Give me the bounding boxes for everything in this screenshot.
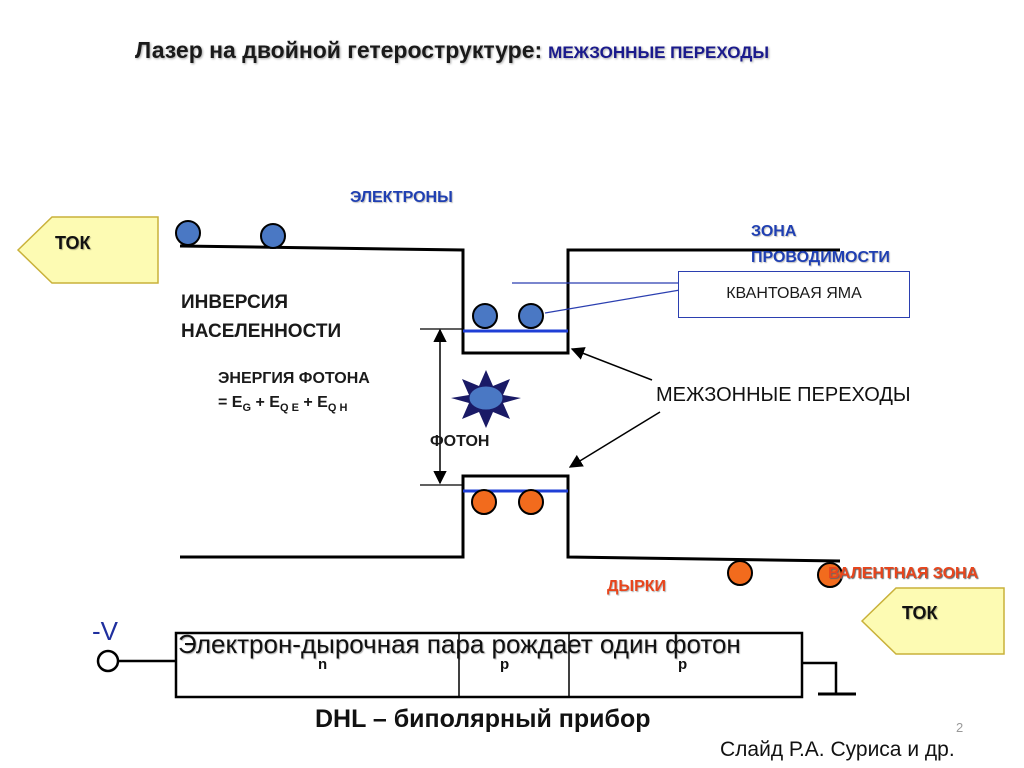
region-p1-label: p — [500, 656, 510, 673]
current-arrow-left — [16, 216, 159, 284]
formula-plus: + — [303, 394, 313, 411]
device-box — [174, 631, 804, 699]
electron — [175, 220, 201, 246]
current-arrow-right — [860, 587, 1005, 655]
formula-plus: + — [255, 394, 265, 411]
conduction-band-label: ЗОНА ПРОВОДИМОСТИ — [751, 219, 890, 271]
formula-e: E — [269, 394, 280, 411]
transition-arrow-upper — [570, 347, 653, 381]
slide-credit: Слайд Р.А. Суриса и др. — [720, 738, 955, 761]
formula-e: E — [231, 394, 243, 411]
page-title-main: Лазер на двойной гетероструктуре: — [135, 37, 543, 63]
quantum-well-pointer-line-2 — [544, 289, 681, 314]
quantum-well-label: КВАНТОВАЯ ЯМА — [678, 271, 910, 318]
valence-band-line — [180, 474, 841, 563]
page-title: Лазер на двойной гетероструктуре: МЕЖЗОНН… — [135, 37, 769, 64]
conduction-band-label-line1: ЗОНА — [751, 223, 797, 240]
photon-energy-formula: = EG + EQ E + EQ H — [218, 391, 370, 420]
region-p2-label: p — [678, 656, 688, 673]
formula-e: E — [317, 394, 328, 411]
photon-label: ФОТОН — [430, 433, 490, 450]
valence-band-label: ВАЛЕНТНАЯ ЗОНА — [828, 565, 979, 582]
electron — [260, 223, 286, 249]
ground-wire — [802, 661, 838, 693]
electrons-label: ЭЛЕКТРОНЫ — [350, 189, 453, 206]
inversion-label: ИНВЕРСИЯ НАСЕЛЕННОСТИ — [181, 288, 341, 346]
photon-energy-label: ЭНЕРГИЯ ФОТОНА = EG + EQ E + EQ H — [218, 367, 370, 420]
photon-energy-line1: ЭНЕРГИЯ ФОТОНА — [218, 370, 370, 387]
hole — [471, 489, 497, 515]
formula-sub-qh: Q H — [327, 402, 348, 415]
voltage-label: -V — [92, 616, 118, 646]
current-label-left: ТОК — [55, 233, 91, 253]
transition-arrow-lower — [568, 411, 661, 468]
inversion-label-line1: ИНВЕРСИЯ — [181, 292, 289, 313]
inversion-label-line2: НАСЕЛЕННОСТИ — [181, 321, 342, 342]
region-n-label: n — [318, 656, 328, 673]
electron — [518, 303, 544, 329]
device-caption: DHL – биполярный прибор — [315, 705, 651, 733]
pair-statement: Электрон-дырочная пара рождает один фото… — [178, 629, 741, 659]
terminal-circle-icon — [96, 649, 120, 673]
conduction-band-line — [179, 244, 840, 355]
page-number: 2 — [956, 720, 964, 735]
hole — [817, 562, 843, 588]
formula-eq: = — [218, 394, 228, 411]
interband-transitions-label: МЕЖЗОННЫЕ ПЕРЕХОДЫ — [656, 384, 911, 406]
conduction-band-label-line2: ПРОВОДИМОСТИ — [751, 249, 890, 266]
hole — [727, 560, 753, 586]
current-label-right: ТОК — [902, 603, 938, 623]
formula-sub-qe: Q E — [279, 402, 299, 415]
electron — [472, 303, 498, 329]
holes-label: ДЫРКИ — [607, 578, 666, 595]
hole — [518, 489, 544, 515]
page-title-sub: МЕЖЗОННЫЕ ПЕРЕХОДЫ — [548, 43, 770, 62]
formula-sub-g: G — [242, 402, 252, 415]
starburst-icon — [451, 370, 521, 428]
